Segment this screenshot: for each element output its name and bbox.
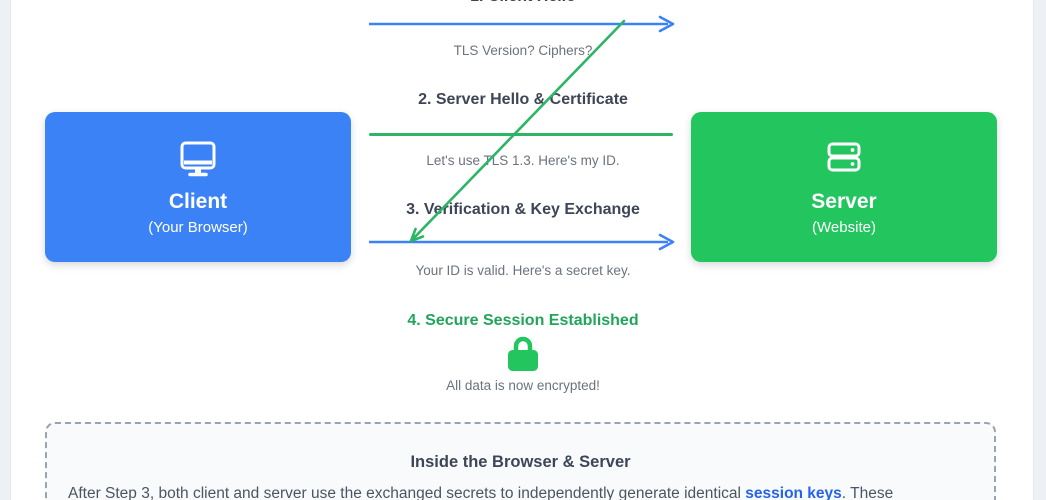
client-title: Client bbox=[168, 190, 228, 213]
monitor-icon bbox=[180, 141, 216, 177]
step1-label: TLS Version? Ciphers? bbox=[453, 43, 593, 58]
info-panel-title: Inside the Browser & Server bbox=[410, 453, 631, 471]
step1-title-cropped: 1. Client Hello bbox=[369, 0, 677, 6]
step1-arrow-right bbox=[369, 15, 675, 33]
handshake-steps: 1. Client Hello TLS Version? Ciphers? 2.… bbox=[369, 0, 677, 410]
paragraph-text-after: . These bbox=[841, 485, 894, 500]
step3-title: 3. Verification & Key Exchange bbox=[406, 201, 640, 218]
step2-line bbox=[369, 133, 673, 136]
step3-label: Your ID is valid. Here's a secret key. bbox=[415, 263, 631, 278]
server-box: Server (Website) bbox=[691, 112, 997, 262]
step2-title: 2. Server Hello & Certificate bbox=[418, 91, 628, 108]
step3-arrow-right bbox=[369, 233, 675, 251]
server-title: Server bbox=[811, 190, 877, 213]
session-keys-highlight: session keys bbox=[745, 485, 842, 500]
info-panel-paragraph: After Step 3, both client and server use… bbox=[68, 482, 973, 500]
step4-title: 4. Secure Session Established bbox=[407, 312, 639, 329]
handshake-diagram-card: Client (Your Browser) Server (Website) 1… bbox=[10, 0, 1034, 500]
client-box: Client (Your Browser) bbox=[45, 112, 351, 262]
server-icon bbox=[827, 142, 861, 172]
paragraph-text-before: After Step 3, both client and server use… bbox=[68, 485, 746, 500]
server-subtitle: (Website) bbox=[812, 219, 876, 236]
inside-browser-server-panel: Inside the Browser & Server After Step 3… bbox=[45, 422, 996, 500]
step2-label: Let's use TLS 1.3. Here's my ID. bbox=[426, 153, 620, 168]
lock-icon bbox=[508, 336, 538, 371]
client-subtitle: (Your Browser) bbox=[148, 219, 248, 236]
step4-label: All data is now encrypted! bbox=[446, 378, 600, 393]
